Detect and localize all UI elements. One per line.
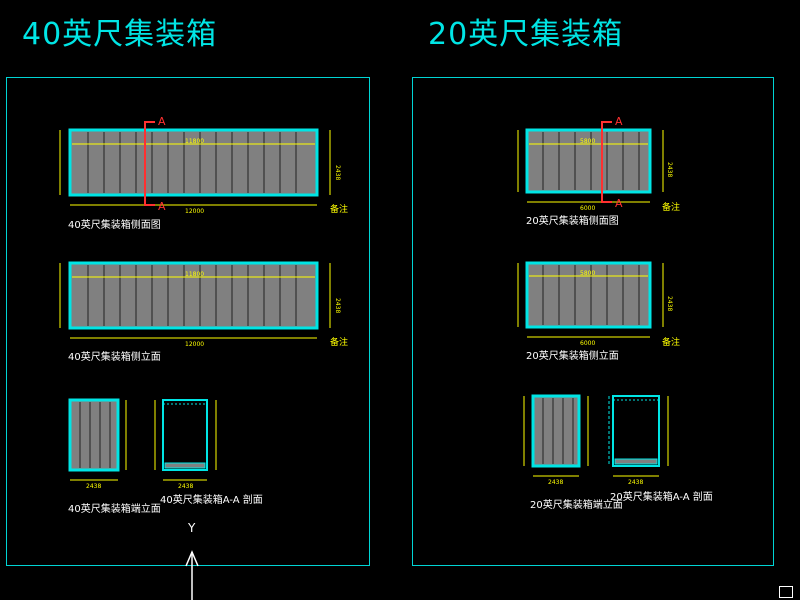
view-40ft-side: A A 11800 12000 2438 备注 40英尺集装箱侧面图	[59, 115, 348, 231]
container-end	[68, 398, 120, 472]
section-frame	[162, 399, 208, 471]
caption-20ft-side: 20英尺集装箱侧面图	[526, 214, 619, 227]
section-mark-bottom: A	[158, 200, 166, 213]
caption-20ft-section: 20英尺集装箱A-A 剖面	[610, 490, 713, 503]
width-label: 2438	[86, 483, 101, 490]
container-body	[525, 261, 652, 329]
title-40ft: 40英尺集装箱	[22, 17, 218, 52]
inner-length-label: 11800	[185, 138, 204, 145]
view-20ft-end-elevation: 2438 20英尺集装箱端立面	[523, 394, 623, 511]
section-mark-bottom: A	[615, 197, 623, 210]
container-body	[68, 128, 319, 197]
container-body	[68, 261, 319, 330]
view-20ft-side-elevation: 5800 6000 2438 备注 20英尺集装箱侧立面	[517, 261, 680, 362]
caption-40ft-side: 40英尺集装箱侧面图	[68, 218, 161, 231]
view-40ft-end-elevation: 2438 40英尺集装箱端立面	[68, 398, 161, 515]
side-note: 备注	[330, 336, 348, 348]
viewport-corner[interactable]	[779, 586, 793, 598]
side-note: 备注	[330, 203, 348, 215]
ucs-icon: Y	[185, 521, 199, 600]
side-note: 备注	[662, 201, 680, 213]
side-note: 备注	[662, 336, 680, 348]
section-mark-top: A	[615, 115, 623, 128]
title-20ft: 20英尺集装箱	[428, 17, 624, 52]
height-label: 2438	[334, 165, 341, 180]
height-label: 2438	[666, 162, 673, 177]
height-label: 2438	[666, 296, 673, 311]
section-frame	[612, 395, 660, 467]
caption-40ft-side-elevation: 40英尺集装箱侧立面	[68, 350, 161, 363]
floor-hatch	[164, 462, 206, 469]
length-label: 6000	[580, 340, 595, 347]
width-label: 2438	[178, 483, 193, 490]
width-label: 2438	[548, 479, 563, 486]
length-label: 6000	[580, 205, 595, 212]
ucs-y-label: Y	[187, 521, 196, 535]
view-20ft-section-aa: 2438 20英尺集装箱A-A 剖面	[608, 395, 713, 503]
inner-length-label: 5800	[580, 270, 595, 277]
caption-20ft-end: 20英尺集装箱端立面	[530, 498, 623, 511]
container-body	[525, 128, 652, 194]
caption-40ft-end: 40英尺集装箱端立面	[68, 502, 161, 515]
height-label: 2438	[334, 298, 341, 313]
section-line-a	[144, 121, 155, 206]
panel-40ft	[6, 77, 370, 566]
caption-40ft-section: 40英尺集装箱A-A 剖面	[160, 493, 263, 506]
view-40ft-section-aa: 2438 40英尺集装箱A-A 剖面	[154, 399, 263, 506]
inner-length-label: 5800	[580, 138, 595, 145]
view-40ft-side-elevation: 11800 12000 2438 备注 40英尺集装箱侧立面	[59, 261, 348, 363]
panel-20ft	[412, 77, 774, 566]
floor-hatch	[614, 458, 658, 465]
length-label: 12000	[185, 208, 204, 215]
container-end	[531, 394, 581, 468]
section-line-a	[601, 121, 612, 203]
caption-20ft-side-elevation: 20英尺集装箱侧立面	[526, 349, 619, 362]
width-label: 2438	[628, 479, 643, 486]
view-20ft-side: A A 5800 6000 2438 备注 20英尺集装箱侧面图	[517, 115, 680, 227]
length-label: 12000	[185, 341, 204, 348]
section-mark-top: A	[158, 115, 166, 128]
inner-length-label: 11800	[185, 271, 204, 278]
